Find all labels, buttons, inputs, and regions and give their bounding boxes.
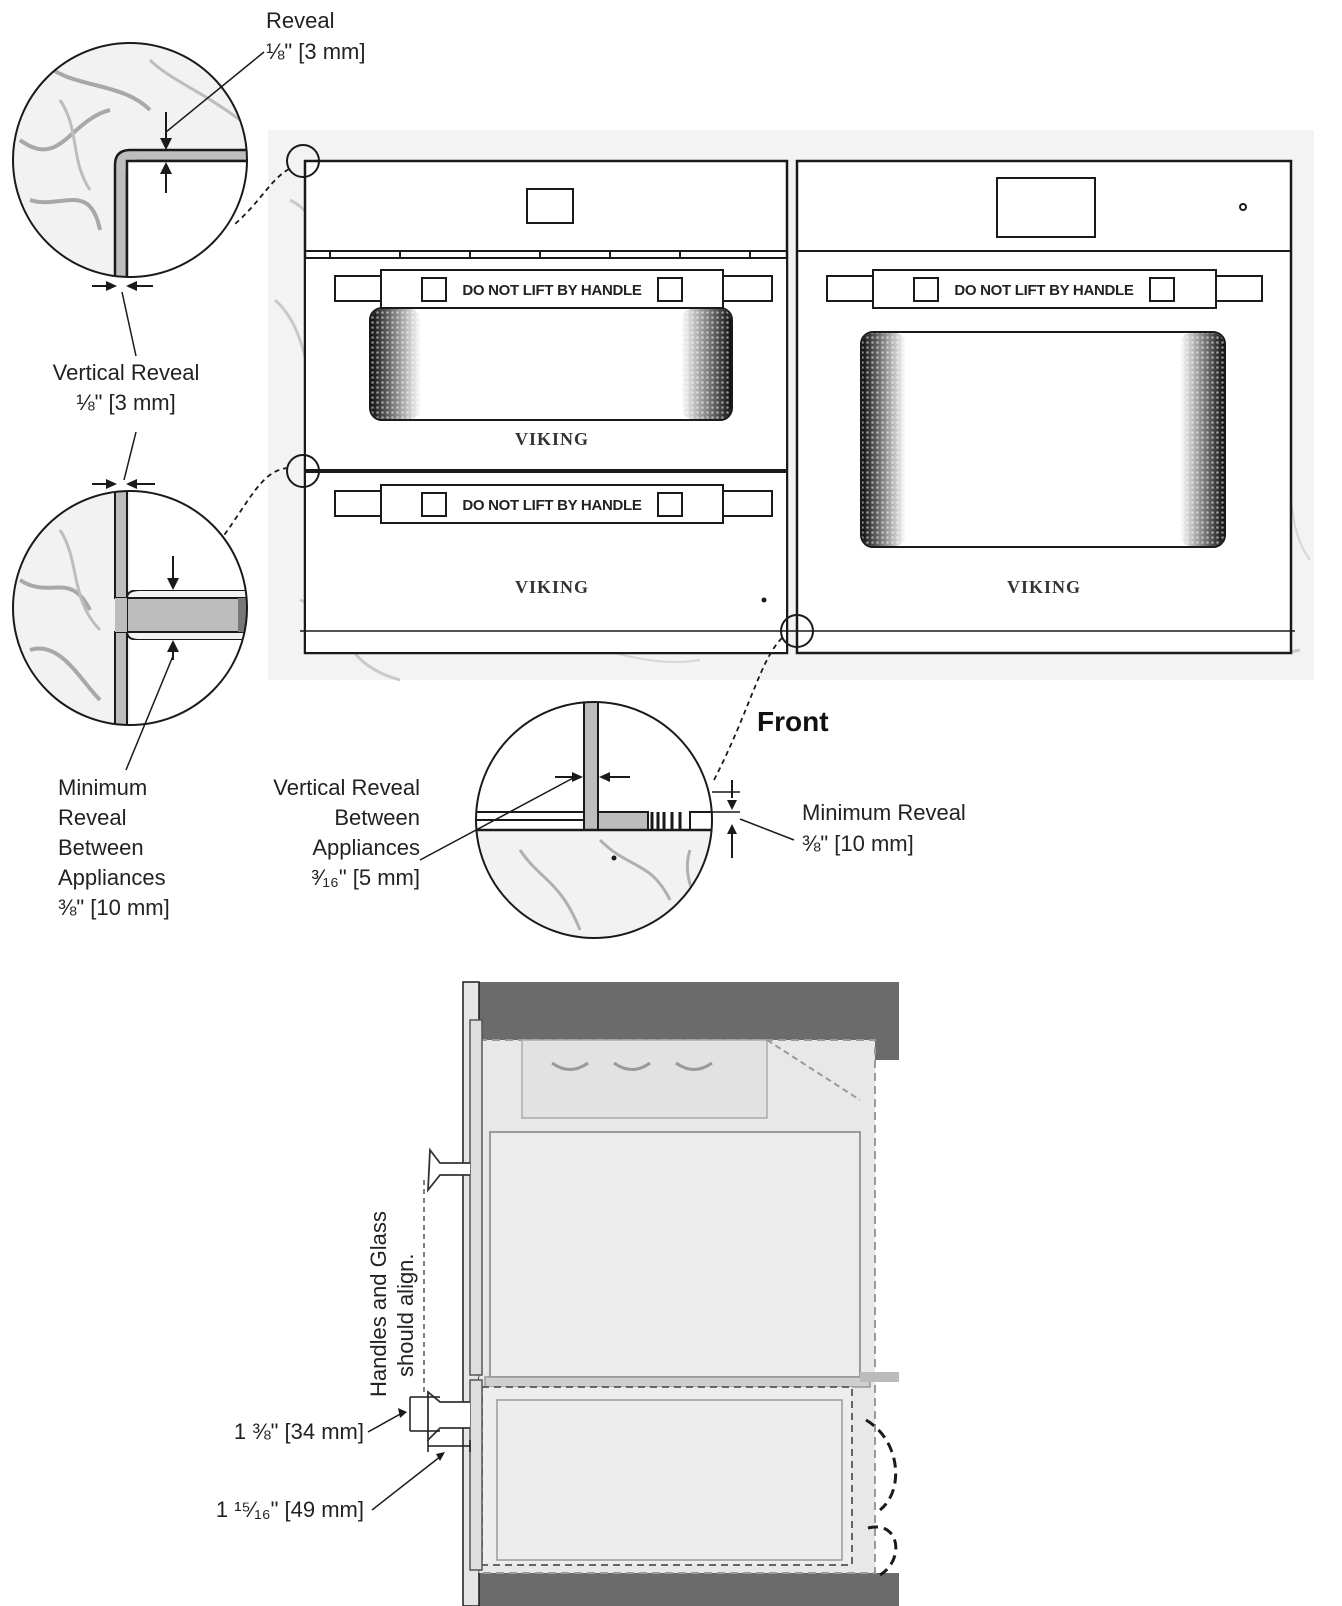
front-label: Front	[757, 706, 829, 737]
brand-logo: VIKING	[1007, 577, 1081, 597]
vrb-value: ³⁄₁₆" [5 mm]	[312, 865, 420, 890]
align-note-line2: should align.	[393, 1253, 418, 1377]
handle-warning: DO NOT LIFT BY HANDLE	[462, 282, 642, 299]
min-reveal-line1: Minimum	[58, 775, 147, 800]
handle-warning: DO NOT LIFT BY HANDLE	[954, 282, 1134, 299]
vrb-line1: Vertical Reveal	[273, 775, 420, 800]
wall-oven-unit: DO NOT LIFT BY HANDLE VIKING	[795, 159, 1293, 655]
detail-marker	[780, 614, 814, 648]
min-reveal-front-title: Minimum Reveal	[802, 800, 966, 825]
vertical-reveal-value: ⅛" [3 mm]	[76, 390, 176, 415]
upper-handle	[426, 1147, 470, 1193]
vrb-line2: Between	[334, 805, 420, 830]
door-window	[860, 331, 1226, 548]
detail-marker	[286, 454, 320, 488]
control-display	[996, 177, 1096, 238]
brand-logo: VIKING	[515, 577, 589, 597]
vertical-reveal-title: Vertical Reveal	[53, 360, 200, 385]
reveal-title: Reveal	[266, 8, 334, 33]
detail-minimum-reveal	[12, 479, 248, 771]
min-reveal-front-value: ⅜" [10 mm]	[802, 831, 914, 856]
detail-vertical-reveal-between	[419, 701, 795, 939]
brand-logo: VIKING	[515, 429, 589, 449]
detail-top-reveal	[12, 42, 265, 357]
min-reveal-line4: Appliances	[58, 865, 166, 890]
handle: DO NOT LIFT BY HANDLE	[826, 269, 1263, 309]
detail-marker	[286, 144, 320, 178]
control-display	[526, 188, 574, 224]
min-reveal-value: ⅜" [10 mm]	[58, 895, 170, 920]
front-view: DO NOT LIFT BY HANDLE VIKING DO NOT LIFT…	[221, 130, 1314, 781]
dim-handle-depth: 1 ¹⁵⁄₁₆" [49 mm]	[216, 1497, 364, 1522]
lower-handle	[427, 1390, 470, 1443]
min-reveal-line3: Between	[58, 835, 144, 860]
dim-handle-height: 1 ⅜" [34 mm]	[234, 1419, 364, 1444]
speed-oven-unit: DO NOT LIFT BY HANDLE VIKING DO NOT LIFT…	[303, 159, 789, 655]
handle: DO NOT LIFT BY HANDLE	[334, 484, 773, 524]
handle-warning: DO NOT LIFT BY HANDLE	[462, 497, 642, 514]
align-note: Handles and Glass should align.	[366, 1211, 418, 1397]
reveal-value: ⅛" [3 mm]	[266, 39, 366, 64]
side-view	[367, 981, 899, 1606]
vrb-line3: Appliances	[312, 835, 420, 860]
handle: DO NOT LIFT BY HANDLE	[334, 269, 773, 309]
power-knob	[1239, 203, 1247, 211]
min-reveal-line2: Reveal	[58, 805, 126, 830]
door-window	[369, 307, 733, 421]
align-note-line1: Handles and Glass	[366, 1211, 391, 1397]
